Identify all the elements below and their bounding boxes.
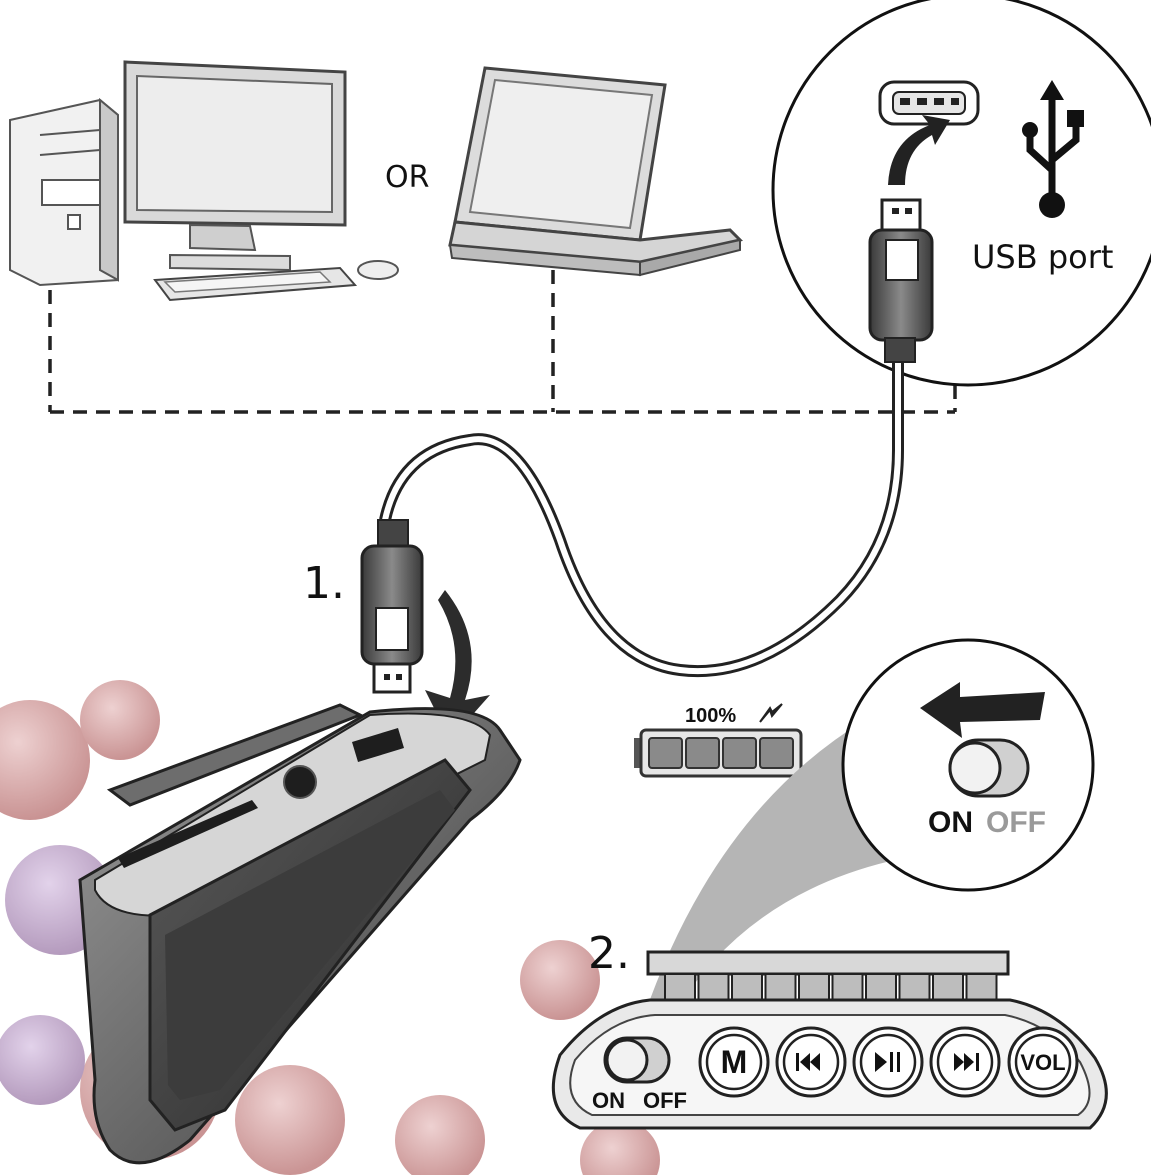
control-panel: ON OFF M VOL [551, 950, 1108, 1130]
usb-port-label: USB port [972, 238, 1113, 276]
switch-on-label: ON [928, 806, 973, 839]
laptop-icon [448, 66, 743, 277]
usb-plug-lower-icon [360, 519, 424, 694]
button-face [859, 1033, 917, 1091]
usb-symbol-icon [1022, 80, 1084, 218]
or-label: OR [385, 160, 429, 195]
button-face [1014, 1033, 1072, 1091]
battery-segment [685, 737, 720, 769]
step-1-label: 1. [303, 558, 345, 609]
battery-icon [634, 728, 803, 778]
menu-button-label: M [721, 1044, 748, 1080]
connection-dashed-lines [48, 270, 957, 414]
charging-bolt-icon [759, 703, 783, 723]
switch-detail-callout: ON OFF [841, 638, 1095, 892]
grip-tooth [697, 973, 730, 1003]
toggle-switch-icon [948, 738, 1030, 798]
battery-level-label: 100% [685, 705, 736, 727]
switch-off-label: OFF [986, 806, 1046, 839]
previous-button[interactable] [775, 1026, 847, 1098]
grip-tooth [898, 973, 931, 1003]
power-switch[interactable] [603, 1036, 671, 1084]
menu-button[interactable]: M [698, 1026, 770, 1098]
grip-tooth [798, 973, 830, 1003]
play-pause-icon [875, 1052, 900, 1072]
arrow-left-icon [920, 682, 1045, 738]
battery-segment [759, 737, 794, 769]
grip-tooth [764, 973, 797, 1003]
usb-port-callout: USB port [771, 0, 1151, 387]
volume-button[interactable]: VOL [1007, 1026, 1079, 1098]
grip-tooth [865, 973, 897, 1003]
insert-arrow-icon [425, 590, 490, 740]
next-button[interactable] [929, 1026, 1001, 1098]
usb-socket-icon [878, 80, 980, 126]
grip-tooth [831, 973, 864, 1003]
step-2-label: 2. [588, 928, 630, 979]
mp3-player-icon [78, 703, 522, 1165]
grip-tooth [664, 973, 696, 1003]
volume-button-label: VOL [1020, 1050, 1065, 1075]
usb-plug-icon [868, 198, 934, 363]
usb-cable [379, 360, 904, 678]
control-panel-grip [664, 973, 998, 1003]
grip-tooth [932, 973, 964, 1003]
panel-off-label: OFF [643, 1088, 687, 1113]
desktop-computer-icon [9, 60, 399, 330]
insert-arrow-icon [888, 115, 950, 185]
battery-segment [648, 737, 683, 769]
grip-tooth [965, 973, 998, 1003]
battery-segment [722, 737, 757, 769]
grip-tooth [731, 973, 763, 1003]
button-face [705, 1033, 763, 1091]
panel-on-label: ON [592, 1088, 625, 1113]
prev-icon [796, 1053, 820, 1071]
next-icon [954, 1053, 979, 1071]
play-pause-button[interactable] [852, 1026, 924, 1098]
